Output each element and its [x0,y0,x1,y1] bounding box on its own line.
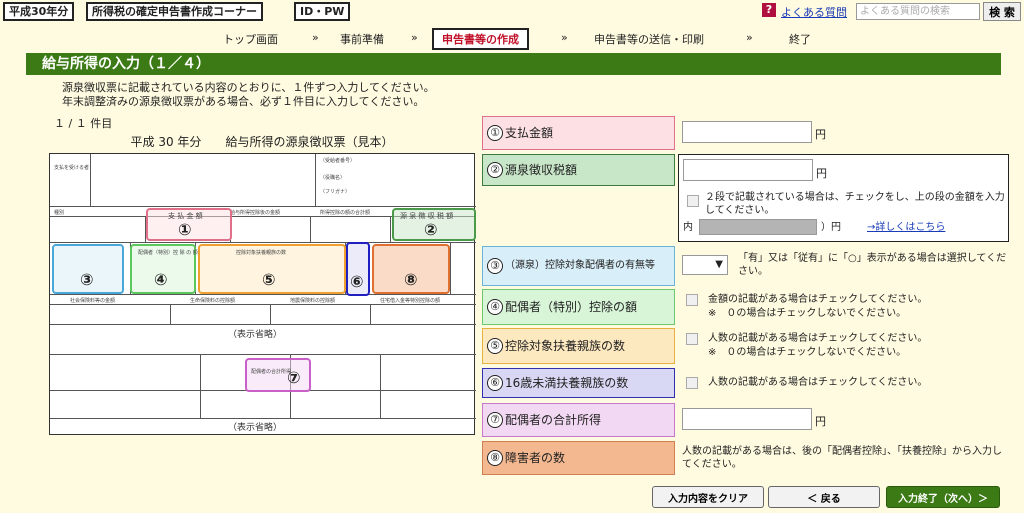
record-count: １ / １ 件目 [54,117,113,130]
omit-label: （表示省略） [228,330,283,340]
under16-checkbox[interactable] [686,377,698,389]
back-button[interactable]: ＜ 戻る [768,486,880,508]
payment-amount-input[interactable] [682,121,812,143]
clear-input-button[interactable]: 入力内容をクリア [652,486,764,508]
id-pw-tag[interactable]: ID・PW [294,2,351,21]
finish-input-button[interactable]: 入力終了（次へ）＞ [886,486,1000,508]
top-bar: 平成30年分 所得税の確定申告書作成コーナー ID・PW ? よくある質問 検 … [0,0,1024,24]
marker-1-highlight: 支 払 金 額 ① [146,208,232,241]
help-icon[interactable]: ? [762,3,776,17]
step-top: トップ画面 [223,33,278,46]
instructions: 源泉徴収票に記載されている内容のとおりに、１件ずつ入力してください。 年末調整済… [62,81,435,108]
step-separator: » [411,31,418,44]
step-separator: » [312,31,319,44]
details-link[interactable]: →詳しくはこちら [867,222,946,233]
inner-amount-field[interactable] [699,219,817,235]
slip-body: （受給者番号） （役職名） （フリガナ） 支払を受ける者 種別 給与所得控除後の… [49,153,476,435]
two-tier-note: ２段で記載されている場合は、チェックをし、上の段の金額を入力してください。 [705,192,1005,216]
spouse-income-input[interactable] [682,408,812,430]
slip-title: 平成 30 年分 給与所得の源泉徴収票（見本） [130,135,394,149]
withholding-tax-input[interactable] [683,159,813,181]
step-create: 申告書等の作成 [432,28,529,50]
marker-3-highlight: ③ [52,244,124,294]
omit-label: （表示省略） [228,423,283,433]
step-end: 終了 [789,33,811,46]
spouse-deduction-checkbox[interactable] [686,294,698,306]
step-navigation: トップ画面 » 事前準備 » 申告書等の作成 » 申告書等の送信・印刷 » 終了 [0,28,1024,50]
search-button[interactable]: 検 索 [983,2,1021,21]
year-tag: 平成30年分 [3,2,75,21]
spouse-status-select[interactable]: ▼ [682,255,728,275]
step-send: 申告書等の送信・印刷 [594,33,704,46]
marker-5-highlight: 控除対象扶養親族の数 ⑤ [198,244,346,294]
step-separator: » [561,31,568,44]
step-prep: 事前準備 [340,33,384,46]
dependents-checkbox[interactable] [686,333,698,345]
marker-7-highlight: 配偶者の合計所得 ⑦ [245,358,311,392]
row-spouse-deduction-status: ③（源泉）控除対象配偶者の有無等 ▼ 「有」又は「従有」に「○」表示がある場合は… [482,246,1009,286]
corner-tag: 所得税の確定申告書作成コーナー [86,2,263,21]
marker-4-highlight: 配偶者（特別）控 除 の 額 ④ [130,244,198,294]
marker-6-highlight: ⑥ [346,242,370,296]
two-tier-checkbox[interactable] [687,195,699,207]
label-spouse-status: ③（源泉）控除対象配偶者の有無等 [482,246,675,286]
page-title: 給与所得の入力（１／４） [26,53,1001,75]
marker-8-highlight: ⑧ [372,244,450,294]
step-separator: » [746,31,753,44]
marker-2-highlight: 源 泉 徴 収 税 額 ② [392,208,476,241]
withholding-slip-sample: 平成 30 年分 給与所得の源泉徴収票（見本） （受給者番号） （役職名） （フ… [49,133,476,435]
faq-search-input[interactable] [856,3,980,20]
faq-link[interactable]: よくある質問 [781,6,847,19]
